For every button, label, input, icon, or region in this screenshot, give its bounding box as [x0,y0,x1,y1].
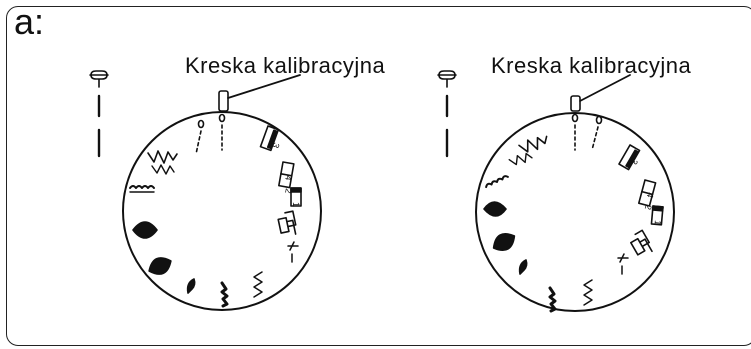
left-stitch-symbols [129,150,299,308]
left-box-number-4: 4 [283,175,294,182]
left-box-number-2: 2 [283,188,294,195]
right-box-number-2: 2 [643,203,654,210]
figure-frame [6,6,751,346]
left-dial [122,74,322,311]
left-dial-callout: Kreska kalibracyjna [185,53,386,78]
right-box-number-1: 1 [653,220,663,226]
right-stitch-symbols [483,135,629,313]
panel-label: a: [14,1,45,42]
right-box-number-4: 4 [645,191,656,198]
left-buttonhole-steps [259,125,302,235]
right-box-number-3: 3 [629,157,640,166]
right-needle-indicator [437,70,457,158]
right-buttonhole-steps [618,144,664,256]
left-needle-indicator [89,70,109,158]
left-box-number-3: 3 [270,141,281,149]
right-dial-callout: Kreska kalibracyjna [491,53,692,78]
left-box-number-1: 1 [291,202,301,207]
right-dial [475,74,675,312]
